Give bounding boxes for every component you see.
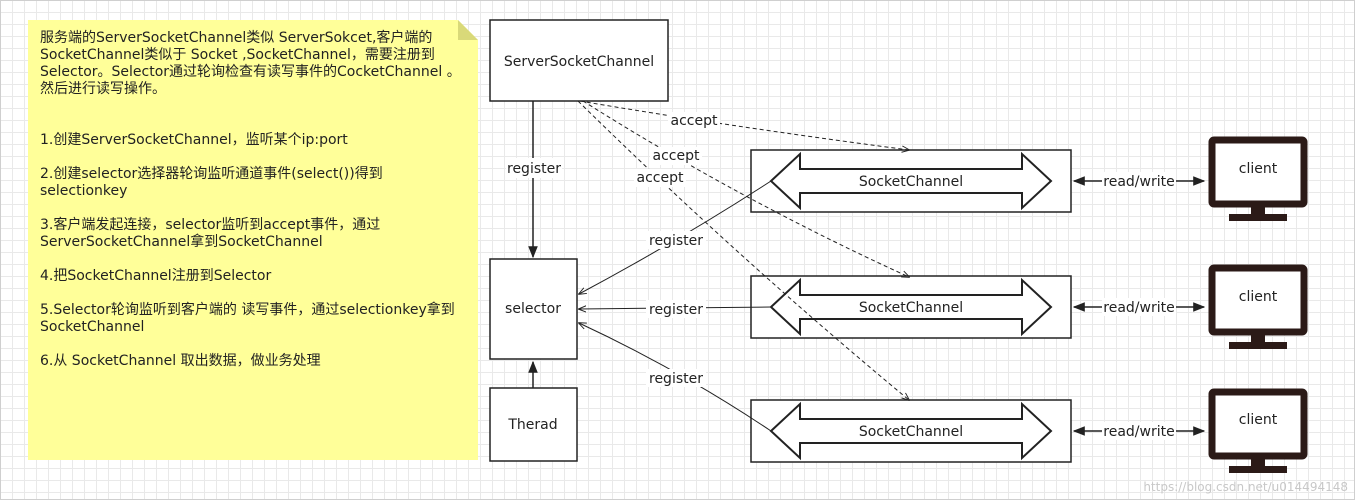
note-step-1: 1.创建ServerSocketChannel，监听某个ip:port [40, 132, 348, 148]
register-label-2: register [649, 302, 703, 318]
socket-channel-label-1: SocketChannel [859, 174, 963, 190]
double-arrow-icon [769, 151, 1053, 211]
read-write-label-bg-3 [1102, 422, 1176, 440]
note-step-3: 3.客户端发起连接，selector监听到accept事件，通过 ServerS… [40, 217, 381, 250]
accept-label-bg-2 [650, 147, 702, 165]
register-label-bg-3 [646, 369, 706, 387]
read-write-label-bg-1 [1102, 172, 1176, 190]
register-label-3: register [649, 371, 703, 387]
selector-node: selector [489, 258, 578, 360]
note-intro: 服务端的ServerSocketChannel类似 ServerSokcet,客… [40, 30, 461, 97]
socket-channel-node-3: SocketChannel [750, 399, 1072, 463]
read-write-label-bg-2 [1102, 298, 1176, 316]
read-write-label-3: read/write [1103, 424, 1174, 440]
accept-edge-2 [582, 100, 909, 277]
accept-edge-3 [577, 100, 909, 400]
thread-node: Therad [489, 387, 578, 462]
register-main-label: register [507, 161, 561, 177]
read-write-label-1: read/write [1103, 174, 1174, 190]
client-node-1: client [1208, 136, 1308, 221]
server-socket-channel-label: ServerSocketChannel [504, 54, 654, 70]
monitor-icon [1208, 264, 1308, 349]
client-label-1: client [1239, 161, 1278, 177]
double-arrow-icon [769, 277, 1053, 337]
accept-edge-1 [579, 100, 909, 150]
socket-channel-label-2: SocketChannel [859, 300, 963, 316]
thread-label: Therad [507, 417, 557, 433]
socket-channel-label-3: SocketChannel [859, 424, 963, 440]
note-step-4: 4.把SocketChannel注册到Selector [40, 268, 272, 284]
client-node-2: client [1208, 264, 1308, 349]
client-node-3: client [1208, 388, 1308, 473]
register-label-bg-1 [646, 231, 706, 249]
note-step-2: 2.创建selector选择器轮询监听通道事件(select())得到selec… [40, 166, 383, 199]
read-write-label-2: read/write [1103, 300, 1174, 316]
accept-label-2: accept [653, 148, 700, 164]
accept-label-bg-1 [668, 112, 720, 130]
socket-channel-node-2: SocketChannel [750, 275, 1072, 339]
client-label-3: client [1239, 412, 1278, 428]
socket-channel-node-1: SocketChannel [750, 149, 1072, 213]
server-socket-channel-node: ServerSocketChannel [489, 19, 669, 102]
register-label-1: register [649, 233, 703, 249]
monitor-icon [1208, 388, 1308, 473]
double-arrow-icon [769, 401, 1053, 461]
accept-label-3: accept [637, 170, 684, 186]
watermark: https://blog.csdn.net/u014494148 [1143, 480, 1348, 494]
accept-label-1: accept [671, 113, 718, 129]
note-text: 服务端的ServerSocketChannel类似 ServerSokcet,客… [40, 30, 470, 387]
sticky-note [28, 20, 478, 460]
client-label-2: client [1239, 289, 1278, 305]
register-main-label-bg [506, 158, 562, 178]
selector-label: selector [505, 301, 561, 317]
register-label-bg-2 [646, 300, 706, 318]
monitor-icon [1208, 136, 1308, 221]
accept-label-bg-3 [634, 169, 686, 187]
note-step-5: 5.Selector轮询监听到客户端的 读写事件，通过selectionkey拿… [40, 302, 455, 335]
note-step-6: 6.从 SocketChannel 取出数据，做业务处理 [40, 353, 321, 369]
